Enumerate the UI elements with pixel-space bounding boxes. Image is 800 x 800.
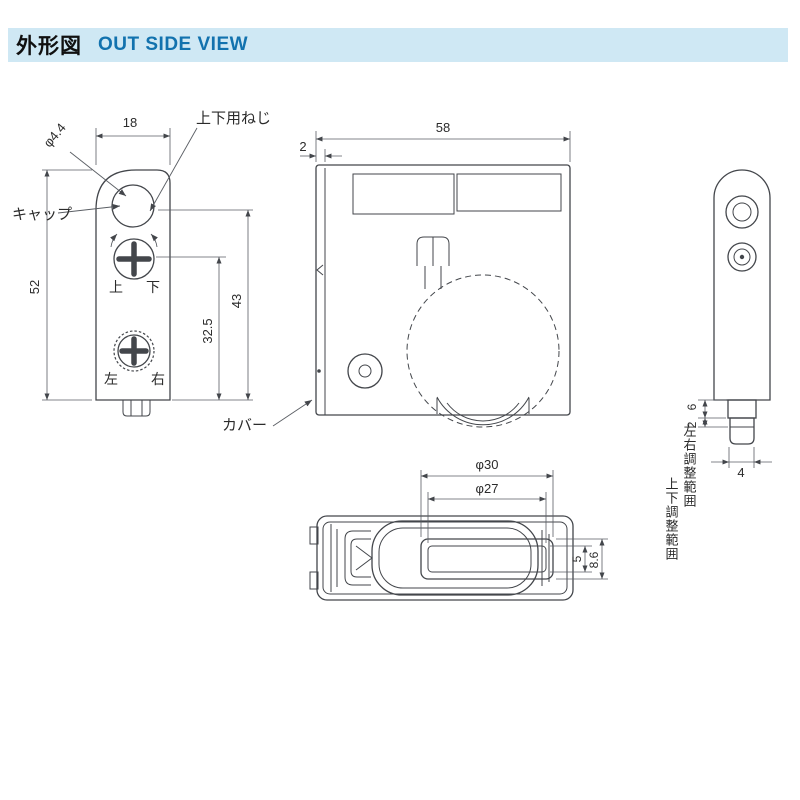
dim-6-label: 6 <box>685 403 699 410</box>
opening-outer <box>371 520 539 596</box>
roller-visible-arc-outer <box>436 396 530 426</box>
cap-hole-inner <box>732 202 752 222</box>
opening-inner <box>378 527 532 589</box>
front-bottom-roller-tab <box>122 400 151 417</box>
rotation-arrow <box>110 233 118 248</box>
roller-dashed-circle <box>406 274 560 428</box>
side-body <box>315 164 571 416</box>
edge-dot <box>317 369 321 373</box>
screw-label-leader <box>149 127 198 212</box>
hole-dia-leader <box>69 151 127 197</box>
title-english: OUT SIDE VIEW <box>98 34 249 55</box>
dim-8-6-label: 8.6 <box>587 551 601 568</box>
dim-58-label: 58 <box>436 120 450 135</box>
lr-adjust-range-label: 左右調整範囲 <box>682 424 697 508</box>
spring-point <box>355 545 373 571</box>
bottom-view: φ30 φ27 5 8.6 <box>309 457 608 601</box>
lateral-screw <box>117 334 151 368</box>
right-label: 右 <box>151 371 165 387</box>
side-view: 58 2 カバー <box>222 120 571 434</box>
screw-hole-inner <box>733 248 751 266</box>
down-label: 下 <box>146 279 160 295</box>
cover-label: カバー <box>222 417 267 434</box>
dim-d27-label: φ27 <box>476 481 499 496</box>
title-bar: 外形図 OUT SIDE VIEW <box>8 28 788 62</box>
lateral-screw-knurl <box>113 330 155 372</box>
rotation-arrow <box>150 233 158 248</box>
title-japanese: 外形図 <box>16 35 82 58</box>
left-tab-top <box>309 526 319 545</box>
bottom-housing-outer <box>316 515 574 601</box>
screw-hole-outer <box>727 242 757 272</box>
left-label: 左 <box>104 371 118 387</box>
right-side-view: 6 2 4 左右調整範囲 上下調整範囲 <box>664 169 772 561</box>
spring-plate-outer <box>344 530 371 586</box>
top-slot-left <box>352 173 455 215</box>
ud-adjust-range-label: 上下調整範囲 <box>664 477 679 561</box>
screw-hole-center <box>739 254 745 260</box>
vertical-screw <box>113 238 155 280</box>
dim-18-label: 18 <box>123 115 137 130</box>
dim-52-label: 52 <box>27 280 42 294</box>
axle-boss-circle <box>347 353 383 389</box>
spring-plate-inner <box>350 538 371 578</box>
roller-tip <box>729 417 755 445</box>
dim-2-label: 2 <box>299 139 306 154</box>
roller-visible-arc-inner <box>446 402 520 422</box>
left-tab-bottom <box>309 571 319 590</box>
wheel-tread <box>427 545 547 573</box>
dim-2b-label: 2 <box>685 421 699 428</box>
cover-leader <box>272 399 313 427</box>
cap-leader <box>57 204 121 214</box>
cap-hole-outer <box>725 195 759 229</box>
bottom-housing-inner <box>322 521 568 595</box>
edge-notch <box>316 264 324 276</box>
screw-label: 上下用ねじ <box>196 110 271 127</box>
right-body <box>713 169 771 401</box>
dim-5-label: 5 <box>570 555 584 562</box>
hole-dia-label: φ4.4 <box>40 120 69 150</box>
top-slot-right <box>456 173 562 212</box>
dim-d30-label: φ30 <box>476 457 499 472</box>
up-label: 上 <box>109 279 123 295</box>
dim-43-label: 43 <box>229 294 244 308</box>
wheel-outer <box>420 538 554 580</box>
cap-label: キャップ <box>12 206 72 223</box>
roller-shaft <box>727 399 757 419</box>
dim-32-5-label: 32.5 <box>200 318 215 343</box>
front-view: 18 52 43 32.5 φ4.4 上下用ねじ キャップ 上 下 左 右 <box>12 110 271 417</box>
axle-hole-circle <box>358 364 372 378</box>
dim-4-label: 4 <box>737 465 744 480</box>
front-body-outline <box>95 169 171 401</box>
